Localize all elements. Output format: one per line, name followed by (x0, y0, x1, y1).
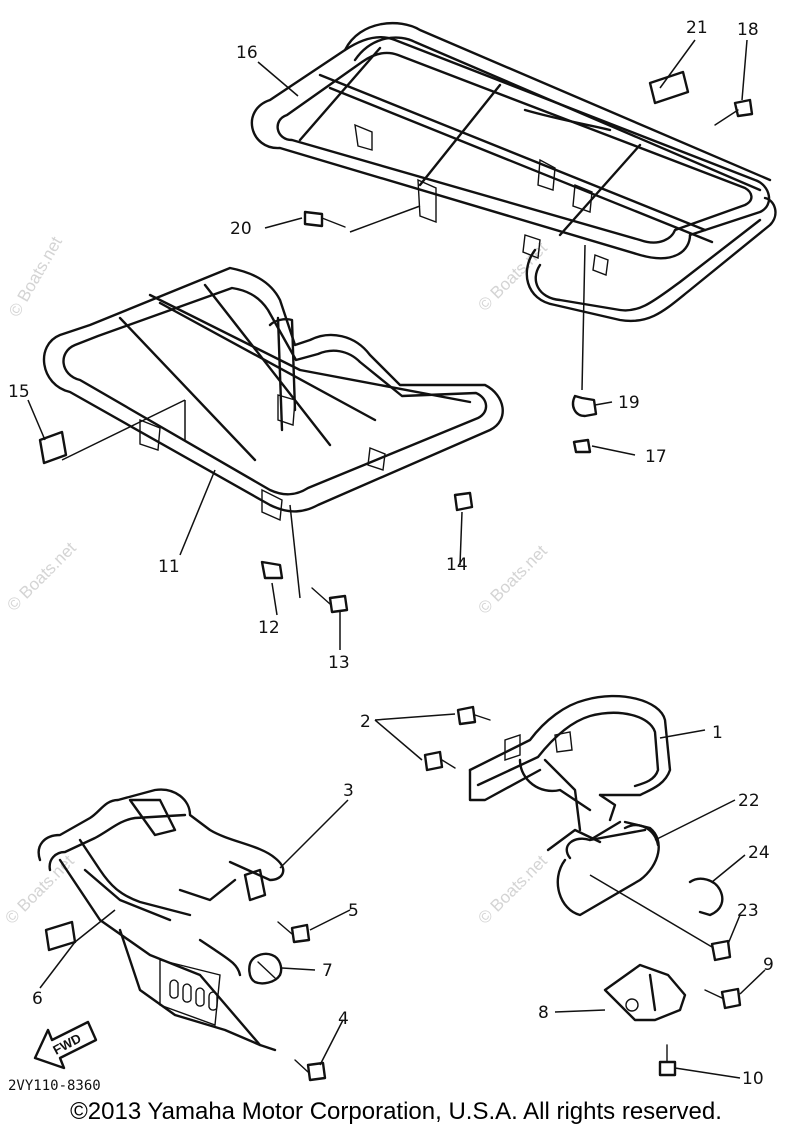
callouts: 16 21 18 20 15 19 17 11 14 12 13 2 1 3 2… (8, 18, 774, 1089)
callout-4: 4 (338, 1009, 349, 1029)
part-8-bracket-drawing (603, 963, 687, 1022)
callout-24: 24 (748, 843, 770, 863)
callout-10: 10 (742, 1069, 764, 1089)
watermark-left-bottom: © Boats.net (1, 851, 78, 928)
callout-11: 11 (158, 557, 180, 577)
bolt-10-drawing (658, 1060, 677, 1077)
callout-6: 6 (32, 989, 43, 1009)
label-21-decal-drawing (648, 70, 690, 105)
callout-2: 2 (360, 712, 371, 732)
diagram-code: 2VY110-8360 (8, 1078, 101, 1094)
callout-23: 23 (737, 901, 759, 921)
bolt-5-drawing (290, 923, 311, 944)
bolt-9-drawing (720, 987, 742, 1010)
callout-21: 21 (686, 18, 708, 38)
callout-8: 8 (538, 1003, 549, 1023)
copyright-notice: ©2013 Yamaha Motor Corporation, U.S.A. A… (70, 1098, 722, 1125)
callout-15: 15 (8, 382, 30, 402)
bolt-20-drawing (303, 210, 324, 228)
watermark-left-mid: © Boats.net (3, 538, 80, 615)
callout-12: 12 (258, 618, 280, 638)
callout-1: 1 (712, 723, 723, 743)
leader-lines (27, 39, 766, 1079)
part-7-rubber-drawing (248, 952, 283, 985)
bolt-14-drawing (453, 491, 474, 512)
callout-18: 18 (737, 20, 759, 40)
front-carrier-drawing (42, 266, 504, 522)
small-parts (38, 70, 754, 1082)
bolt-23-drawing (710, 939, 732, 962)
part-24-clip-drawing (688, 877, 724, 917)
fwd-arrow: FWD (33, 1020, 98, 1070)
watermark-center-mid: © Boats.net (474, 541, 551, 618)
rear-carrier-drawing (250, 22, 777, 323)
bolt-2a-drawing (456, 705, 477, 726)
callout-9: 9 (763, 955, 774, 975)
callout-16: 16 (236, 43, 258, 63)
callout-19: 19 (618, 393, 640, 413)
label-15-decal-drawing (38, 430, 68, 465)
part-12-spacer-drawing (260, 560, 284, 580)
front-guard-drawing (37, 788, 285, 1052)
bolt-4-drawing (306, 1061, 327, 1082)
part-17-cap-drawing (572, 438, 592, 454)
bolt-18-drawing (733, 98, 754, 118)
callout-7: 7 (322, 961, 333, 981)
bolt-13-drawing (328, 594, 349, 614)
bolt-2b-drawing (423, 750, 444, 772)
part-19-clamp-drawing (571, 394, 598, 418)
watermark-center-bottom: © Boats.net (474, 851, 551, 928)
watermarks: © Boats.net © Boats.net © Boats.net © Bo… (1, 233, 551, 928)
callout-3: 3 (343, 781, 354, 801)
fwd-arrow-icon (33, 1020, 98, 1070)
label-6-decal-drawing (44, 920, 77, 952)
watermark-left-top: © Boats.net (5, 233, 66, 320)
rear-guard-drawing (468, 694, 672, 832)
callout-22: 22 (738, 791, 760, 811)
callout-5: 5 (348, 901, 359, 921)
callout-17: 17 (645, 447, 667, 467)
callout-20: 20 (230, 219, 252, 239)
part-22-drawing (546, 820, 660, 917)
callout-14: 14 (446, 555, 468, 575)
callout-13: 13 (328, 653, 350, 673)
